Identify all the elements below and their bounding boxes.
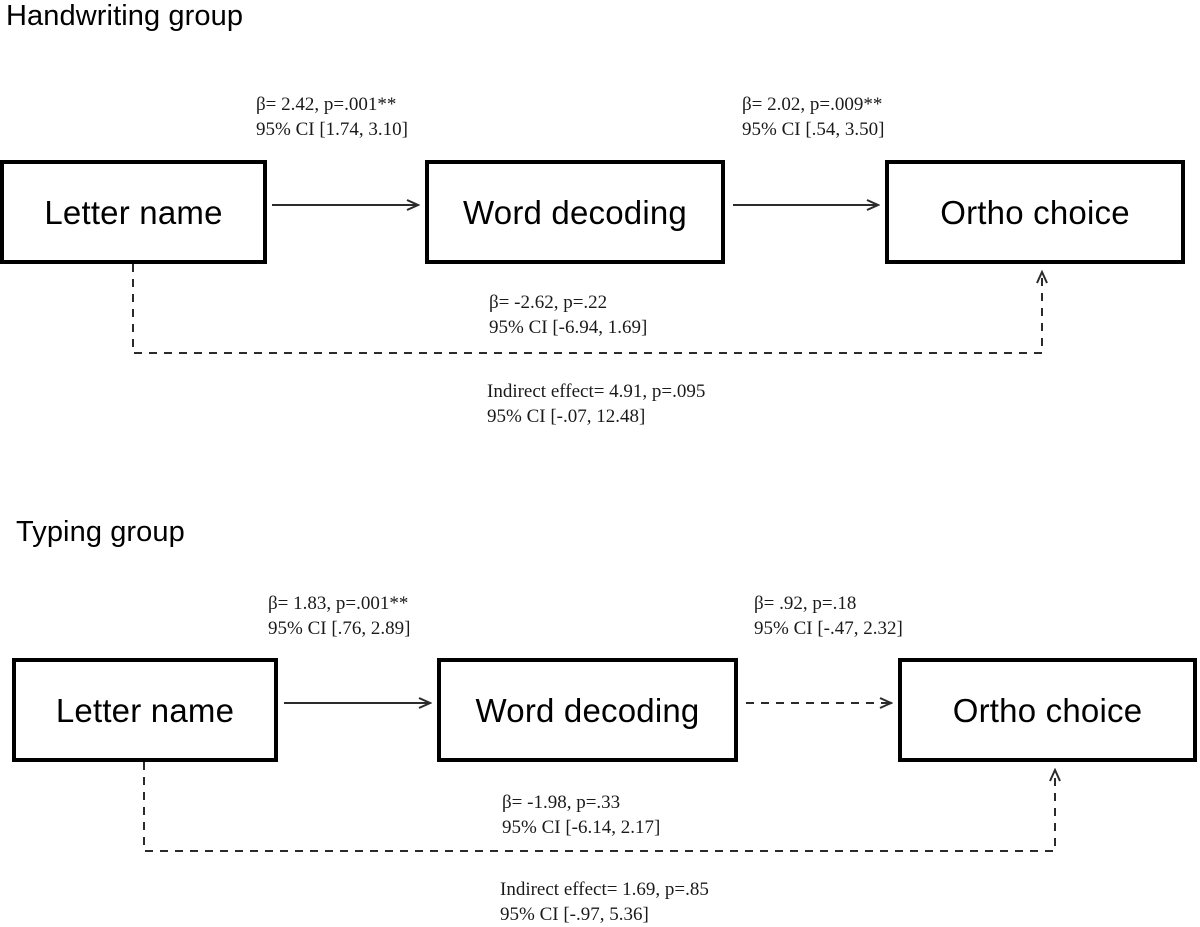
stat-ci-line: 95% CI [-.47, 2.32] [754,618,903,639]
stat-ci-line: 95% CI [-.97, 5.36] [500,904,649,925]
stat-ci-line: 95% CI [-6.94, 1.69] [489,317,648,338]
stat-typing-indirect-effect: Indirect effect= 1.69, p=.85 95% CI [-.9… [500,877,709,927]
stat-typing-b-path: β= .92, p=.18 95% CI [-.47, 2.32] [754,591,903,641]
stat-handwriting-cprime-path: β= -2.62, p=.22 95% CI [-6.94, 1.69] [489,290,647,340]
node-box-ortho-choice-handwriting: Ortho choice [885,160,1185,264]
stat-ci-line: 95% CI [.54, 3.50] [742,119,885,140]
stat-handwriting-indirect-effect: Indirect effect= 4.91, p=.095 95% CI [-.… [487,379,705,429]
stat-ci-line: 95% CI [-6.14, 2.17] [502,817,661,838]
stat-ci-line: 95% CI [-.07, 12.48] [487,406,646,427]
stat-beta-line: β= .92, p=.18 [754,593,857,614]
stat-beta-line: β= -2.62, p=.22 [489,292,608,313]
stat-beta-line: β= 2.42, p=.001** [256,94,397,115]
stat-ci-line: 95% CI [.76, 2.89] [268,618,411,639]
stat-typing-a-path: β= 1.83, p=.001** 95% CI [.76, 2.89] [268,591,410,641]
node-label-ortho-choice: Ortho choice [952,691,1143,729]
node-label-ortho-choice: Ortho choice [940,193,1130,231]
stat-indirect-line: Indirect effect= 4.91, p=.095 [487,381,706,402]
node-box-ortho-choice-typing: Ortho choice [898,658,1197,762]
node-label-word-decoding: Word decoding [463,193,687,231]
node-box-word-decoding-handwriting: Word decoding [425,160,725,264]
stat-beta-line: β= 2.02, p=.009** [742,94,883,115]
stat-handwriting-b-path: β= 2.02, p=.009** 95% CI [.54, 3.50] [742,92,884,142]
stat-beta-line: β= 1.83, p=.001** [268,593,409,614]
stat-ci-line: 95% CI [1.74, 3.10] [256,119,408,140]
stat-indirect-line: Indirect effect= 1.69, p=.85 [500,879,709,900]
stat-beta-line: β= -1.98, p=.33 [502,792,621,813]
node-box-word-decoding-typing: Word decoding [437,658,738,762]
node-label-word-decoding: Word decoding [475,691,700,729]
node-label-letter-name: Letter name [44,193,223,231]
group-title-typing: Typing group [16,516,185,548]
group-title-handwriting: Handwriting group [6,0,244,32]
node-box-letter-name-handwriting: Letter name [0,160,267,264]
stat-typing-cprime-path: β= -1.98, p=.33 95% CI [-6.14, 2.17] [502,790,660,840]
stat-handwriting-a-path: β= 2.42, p=.001** 95% CI [1.74, 3.10] [256,92,408,142]
node-label-letter-name: Letter name [55,691,235,729]
node-box-letter-name-typing: Letter name [12,658,278,762]
